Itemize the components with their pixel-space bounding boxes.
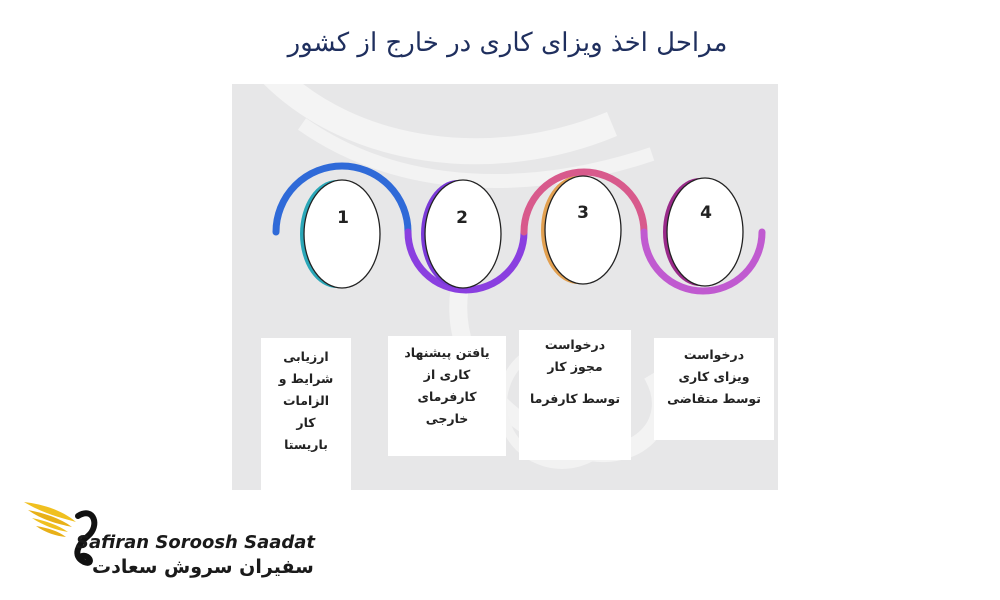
page-title: مراحل اخذ ویزای کاری در خارج از کشور [287,28,728,58]
swan-icon [74,510,98,566]
step-3-line: توسط کارفرما [529,391,621,406]
step-1-line: الزامات [282,393,330,408]
step-4-line: توسط متقاضی [667,391,761,406]
brand-logo [24,502,98,566]
step-2-line: کاری از [423,367,471,382]
step-2-line: یافتن پیشنهاد [404,345,490,360]
wave-segment-3 [520,168,648,236]
step-1-card: ارزیابی شرایط و الزامات کار باریستا [261,338,351,490]
step-1-line: کار [296,415,316,430]
step-2-card: یافتن پیشنهاد کاری از کارفرمای خارجی [388,336,506,456]
step-4-number: 4 [700,203,712,223]
step-1-line: ارزیابی [283,349,329,364]
step-2-circle [424,179,502,289]
step-1-number: 1 [337,208,349,228]
logo-english: Safiran Soroosh Saadat [76,532,316,553]
logo-persian: سفیران سروش سعادت [92,556,314,578]
step-2-line: خارجی [425,411,469,426]
step-3-card: درخواست مجوز کار توسط کارفرما [519,330,631,460]
step-2-number: 2 [456,208,468,228]
wave-segment-4 [640,228,766,295]
wave-segment-1 [272,162,412,236]
step-2-line: کارفرمای [417,389,477,404]
wave-segment-2 [404,228,528,294]
step-1-line: باریستا [284,437,328,452]
step-3-line: درخواست [544,337,606,352]
step-4-line: ویزای کاری [678,369,750,384]
step-1-circle [303,179,381,289]
step-3-number: 3 [577,203,589,223]
step-4-circle [666,177,744,287]
step-3-line: مجوز کار [547,359,603,374]
step-1-line: شرایط و [278,371,334,386]
step-4-line: درخواست [683,347,745,362]
wing-icon [24,502,76,537]
step-3-circle [544,175,622,285]
step-4-card: درخواست ویزای کاری توسط متقاضی [654,338,774,440]
